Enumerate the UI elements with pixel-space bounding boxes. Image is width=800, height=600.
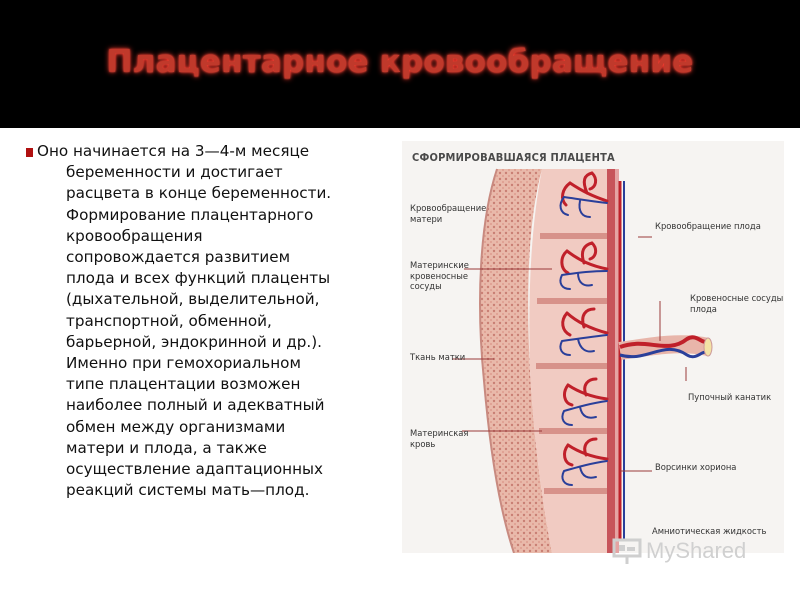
body-line: сопровождается развитием [66, 248, 291, 267]
title-bar [0, 0, 800, 128]
umbilical-cord [618, 335, 713, 360]
body-line: барьерной, эндокринной и др.). [66, 332, 323, 351]
label-umbilical-cord: Пупочный канатик [688, 392, 772, 402]
body-line: типе плацентации возможен [66, 375, 301, 394]
watermark-text: MyShared [646, 538, 747, 563]
body-line: плода и всех функций плаценты [66, 269, 331, 288]
placenta-figure [402, 141, 784, 554]
watermark: MyShared [612, 536, 746, 566]
presentation-icon [612, 538, 642, 564]
label-fetal-circulation: Кровообращение плода [655, 221, 761, 231]
placenta-diagram [452, 168, 713, 554]
label-fetal-vessels: Кровеносные сосуды плода [690, 293, 784, 314]
label-maternal-circulation: Кровообращение матери [410, 203, 487, 224]
body-line: Формирование плацентарного [66, 205, 314, 224]
body-line: кровообращения [66, 226, 203, 245]
chorionic-plate [607, 169, 615, 553]
body-line: Оно начинается на 3—4-м месяце [37, 142, 310, 160]
label-maternal-vessels: Материнские кровеносные сосуды [410, 260, 469, 291]
body-line: матери и плода, а также [66, 438, 267, 457]
label-chorionic-villi: Ворсинки хориона [655, 462, 737, 472]
body-line: транспортной, обменной, [66, 311, 272, 330]
body-line: осуществление адаптационных [66, 460, 323, 479]
label-uterine-tissue: Ткань матки [410, 352, 466, 362]
body-line: беременности и достигает [66, 163, 283, 182]
label-maternal-blood: Материнская кровь [410, 428, 469, 449]
body-line: обмен между организмами [66, 417, 286, 436]
body-line: наиболее полный и адекватный [66, 396, 325, 415]
bullet-icon [26, 148, 33, 157]
slide-body: Оно начинается на 3—4-м месяце беременно… [37, 141, 382, 501]
body-line: расцвета в конце беременности. [66, 184, 332, 203]
chorionic-villi [559, 171, 609, 486]
body-line: Именно при гемохориальном [66, 354, 301, 373]
body-line: (дыхательной, выделительной, [66, 290, 320, 309]
uterine-wall [480, 169, 552, 553]
label-amniotic-fluid: Амниотическая жидкость [652, 526, 767, 536]
body-line: реакций системы мать—плод. [66, 481, 310, 500]
slide-title: Плацентарное кровообращение [106, 44, 694, 80]
figure-title: СФОРМИРОВАВШАЯСЯ ПЛАЦЕНТА [412, 151, 615, 164]
